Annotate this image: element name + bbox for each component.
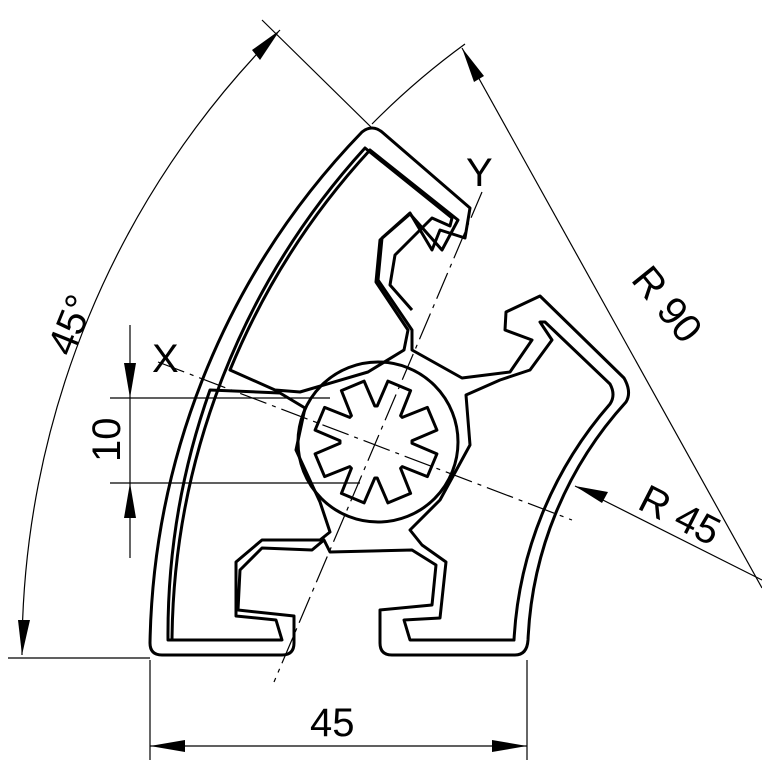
angle-extension-top [261,19,373,129]
arrow-icon [124,363,136,398]
height-dimension-label: 10 [85,418,129,463]
y-axis-label: Y [466,151,493,195]
upper-pocket [228,148,460,394]
center-bore-gear [313,379,439,505]
y-axis-line [273,191,483,683]
arrow-icon [150,740,185,752]
arrow-icon [462,48,484,82]
width-dimension-label: 45 [310,701,355,745]
r90-leader-line [461,47,762,589]
arrow-icon [575,486,608,503]
r90-label: R 90 [623,258,710,351]
profile-outline [148,126,631,657]
angle-dimension-arc [21,29,281,656]
r45-label: R 45 [632,477,727,555]
right-pocket [402,320,615,642]
profile-inner-wall [170,146,454,641]
left-pocket [166,388,332,642]
angle-dimension-label: 45° [40,289,103,362]
x-axis-line [157,361,573,521]
outer-arc-extension [371,43,466,125]
center-hub [296,360,460,524]
arrow-icon [18,620,30,655]
arrow-icon [492,740,527,752]
arrow-icon [252,30,280,60]
r45-leader-line [574,485,762,581]
arrow-icon [124,483,136,518]
x-axis-label: X [152,337,179,381]
